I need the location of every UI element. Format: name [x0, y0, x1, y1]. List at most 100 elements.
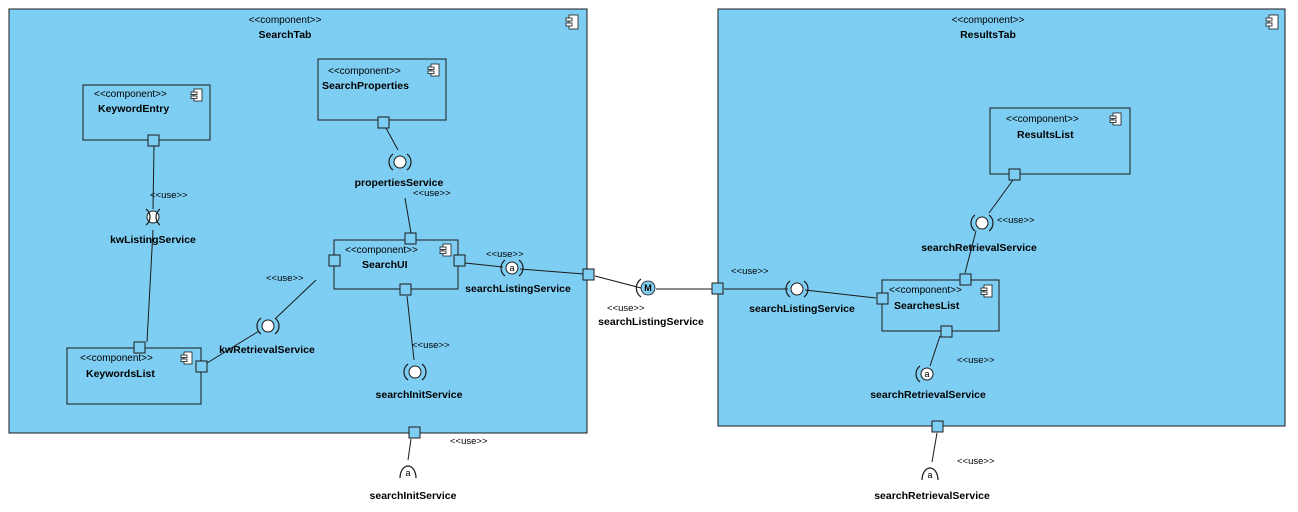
socket-icon [403, 363, 409, 381]
search-retrieval-service-bottom-interface[interactable]: a [915, 365, 934, 383]
search-listing-service-left-interface[interactable]: a [500, 259, 524, 277]
search-tab-bottom-port[interactable] [408, 426, 421, 439]
searches-list-top-port[interactable] [959, 273, 972, 286]
keywords-list-right-port[interactable] [195, 360, 208, 373]
search-init-service-interface[interactable] [403, 363, 427, 381]
socket-icon [915, 365, 921, 383]
properties-service-interface[interactable] [388, 153, 412, 171]
search-ui-name: SearchUI [362, 259, 408, 271]
searches-list-component[interactable]: <<component>> SearchesList [881, 279, 1000, 332]
component-icon [190, 88, 203, 102]
socket-icon [145, 208, 151, 226]
keywords-list-stereotype: <<component>> [80, 353, 153, 364]
component-icon [1109, 112, 1122, 126]
search-properties-name: SearchProperties [322, 80, 409, 92]
a-glyph: a [924, 369, 929, 379]
search-ui-left-port[interactable] [328, 254, 341, 267]
use-label: <<use>> [266, 273, 304, 284]
results-list-port[interactable] [1008, 168, 1021, 181]
use-label: <<use>> [150, 190, 188, 201]
results-tab-stereotype: <<component>> [952, 15, 1025, 26]
search-listing-service-middle-interface[interactable]: M [635, 278, 656, 298]
a-glyph: a [509, 263, 514, 273]
searches-list-bottom-port[interactable] [940, 325, 953, 338]
search-retrieval-service-top-label: searchRetrievalService [921, 242, 1037, 254]
keyword-entry-stereotype: <<component>> [94, 89, 167, 100]
search-listing-service-right-interface[interactable] [785, 280, 809, 298]
keywords-list-name: KeywordsList [86, 368, 155, 380]
socket-icon [256, 317, 262, 335]
properties-service-label: propertiesService [355, 177, 444, 189]
searches-list-name: SearchesList [894, 300, 960, 312]
component-icon [427, 63, 440, 77]
search-ui-stereotype: <<component>> [345, 245, 418, 256]
search-tab-right-port[interactable] [582, 268, 595, 281]
search-tab-name: SearchTab [259, 29, 312, 41]
searches-list-stereotype: <<component>> [889, 285, 962, 296]
socket-icon [500, 259, 506, 277]
component-icon [1265, 14, 1279, 30]
results-tab-name: ResultsTab [960, 29, 1016, 41]
component-icon [439, 243, 452, 257]
keywords-list-component[interactable]: <<component>> KeywordsList [66, 347, 202, 405]
results-list-name: ResultsList [1017, 129, 1074, 141]
search-properties-stereotype: <<component>> [328, 66, 401, 77]
search-retrieval-service-bottom-label: searchRetrievalService [870, 389, 986, 401]
search-ui-component[interactable]: <<component>> SearchUI [333, 239, 459, 290]
results-list-component[interactable]: <<component>> ResultsList [989, 107, 1131, 175]
socket-icon [970, 214, 976, 232]
socket-icon [803, 280, 809, 298]
search-init-service-label: searchInitService [376, 389, 463, 401]
a-glyph: a [405, 468, 410, 478]
results-tab-container[interactable]: <<component>> ResultsTab [717, 8, 1286, 427]
use-label: <<use>> [607, 303, 645, 314]
search-tab-stereotype: <<component>> [249, 15, 322, 26]
use-label: <<use>> [412, 340, 450, 351]
kw-retrieval-service-interface[interactable] [256, 317, 280, 335]
socket-icon [421, 363, 427, 381]
keyword-entry-name: KeywordEntry [98, 103, 169, 115]
socket-icon [785, 280, 791, 298]
search-retrieval-service-top-interface[interactable] [970, 214, 994, 232]
socket-icon [388, 153, 394, 171]
search-init-service-external-label: searchInitService [370, 490, 457, 502]
socket-icon [518, 259, 524, 277]
results-list-stereotype: <<component>> [1006, 114, 1079, 125]
search-properties-port[interactable] [377, 116, 390, 129]
search-properties-component[interactable]: <<component>> SearchProperties [317, 58, 447, 121]
use-label: <<use>> [731, 266, 769, 277]
keyword-entry-component[interactable]: <<component>> KeywordEntry [82, 84, 211, 141]
socket-icon [988, 214, 994, 232]
kw-retrieval-service-label: kwRetrievalService [219, 344, 315, 356]
socket-icon [406, 153, 412, 171]
results-tab-left-port[interactable] [711, 282, 724, 295]
use-label: <<use>> [957, 355, 995, 366]
component-icon [565, 14, 579, 30]
socket-icon [274, 317, 280, 335]
socket-icon [155, 208, 161, 226]
connector-lines [146, 127, 1014, 463]
results-tab-bottom-port[interactable] [931, 420, 944, 433]
component-icon [180, 351, 193, 365]
search-ui-bottom-port[interactable] [399, 283, 412, 296]
search-retrieval-service-external-interface[interactable]: a [921, 467, 939, 481]
kw-listing-service-interface[interactable] [145, 208, 161, 226]
use-label: <<use>> [413, 188, 451, 199]
component-icon [980, 284, 993, 298]
search-retrieval-service-external-label: searchRetrievalService [874, 490, 990, 502]
search-listing-service-middle-label: searchListingService [598, 316, 704, 328]
search-listing-service-right-label: searchListingService [749, 303, 855, 315]
searches-list-left-port[interactable] [876, 292, 889, 305]
search-ui-top-port[interactable] [404, 232, 417, 245]
a-glyph: a [927, 470, 932, 480]
use-label: <<use>> [997, 215, 1035, 226]
keyword-entry-port[interactable] [147, 134, 160, 147]
search-listing-service-left-label: searchListingService [465, 283, 571, 295]
keywords-list-top-port[interactable] [133, 341, 146, 354]
use-label: <<use>> [450, 436, 488, 447]
kw-listing-service-label: kwListingService [110, 234, 196, 246]
search-ui-right-port[interactable] [453, 254, 466, 267]
socket-icon [399, 465, 417, 479]
search-init-service-external-interface[interactable]: a [399, 465, 417, 479]
